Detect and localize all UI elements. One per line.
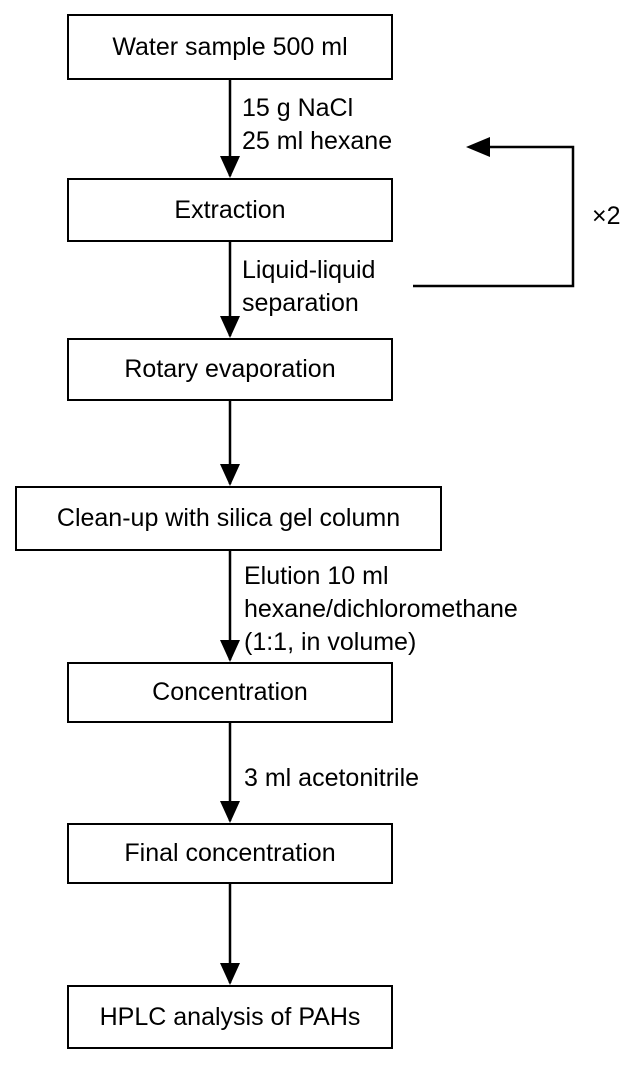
step-label: HPLC analysis of PAHs (99, 1002, 361, 1031)
annotation-acetonitrile: 3 ml acetonitrile (244, 762, 419, 795)
repeat-label: ×2 (592, 200, 621, 233)
step-concentration: Concentration (67, 662, 393, 723)
repeat-count: ×2 (592, 202, 621, 230)
step-label: Final concentration (124, 839, 336, 867)
step-final-concentration: Final concentration (67, 823, 393, 884)
annotation-line: 3 ml acetonitrile (244, 764, 420, 792)
step-water-sample: Water sample 500 ml (67, 14, 393, 80)
annotation-elution: Elution 10 ml hexane/dichloromethane (1:… (244, 560, 518, 659)
annotation-line: Liquid-liquid (242, 256, 376, 284)
step-label: Clean-up with silica gel column (56, 504, 401, 532)
step-clean-up: Clean-up with silica gel column (15, 486, 442, 551)
step-label: Rotary evaporation (124, 355, 336, 383)
annotation-line: 15 g NaCl (242, 94, 354, 122)
annotation-line: 25 ml hexane (242, 127, 393, 155)
annotation-line: Elution 10 ml (244, 562, 389, 590)
step-label: Concentration (152, 678, 308, 706)
annotation-line: separation (242, 289, 359, 317)
repeat-loop-line (413, 145, 575, 288)
annotation-reagents: 15 g NaCl 25 ml hexane (242, 92, 392, 158)
step-label: Extraction (174, 195, 286, 224)
step-extraction: Extraction (67, 178, 393, 242)
annotation-line: (1:1, in volume) (244, 628, 417, 656)
step-hplc-analysis: HPLC analysis of PAHs (67, 985, 393, 1049)
annotation-separation: Liquid-liquid separation (242, 254, 375, 320)
annotation-line: hexane/dichloromethane (244, 595, 518, 623)
step-label: Water sample 500 ml (112, 32, 348, 61)
step-rotary-evaporation: Rotary evaporation (67, 338, 393, 401)
